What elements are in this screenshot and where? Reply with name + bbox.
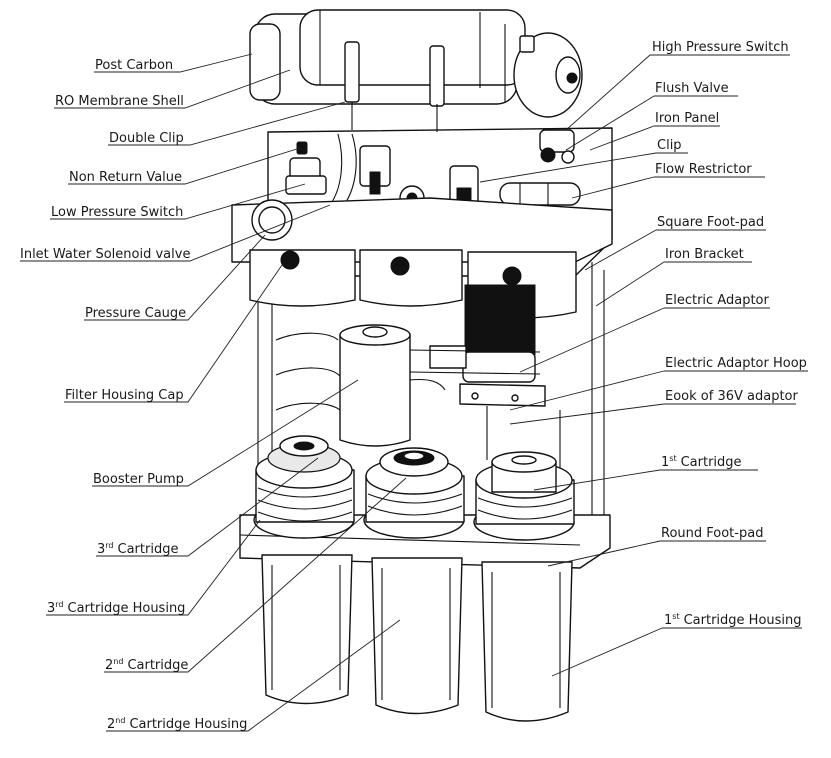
booster-pump-shape — [339, 324, 411, 447]
label-flow-restrictor: Flow Restrictor — [655, 162, 752, 177]
ordinal-1st-cartridge-housing: 1 — [664, 613, 672, 628]
strap-lines — [275, 332, 446, 411]
suffix-1st-cartridge-housing: st — [672, 612, 679, 621]
electric-adaptor-hoop-shape — [409, 349, 561, 470]
label-2nd-cartridge: 2nd Cartridge — [105, 657, 188, 673]
text-1st-cartridge-housing: Cartridge Housing — [684, 613, 802, 628]
label-electric-adaptor: Electric Adaptor — [665, 293, 769, 308]
label-iron-panel: Iron Panel — [655, 111, 719, 126]
suffix-1st-cartridge: st — [669, 454, 676, 463]
top-shelf — [231, 197, 613, 263]
leader-lines — [20, 53, 808, 732]
label-1st-cartridge: 1st Cartridge — [661, 454, 742, 470]
first-cartridge-shape — [473, 451, 575, 541]
label-round-foot-pad: Round Foot-pad — [661, 526, 763, 541]
right-labels: High Pressure Switch Flush Valve Iron Pa… — [652, 40, 807, 628]
label-flush-valve: Flush Valve — [655, 81, 729, 96]
label-2nd-cartridge-housing: 2nd Cartridge Housing — [107, 716, 247, 732]
label-high-pressure-switch: High Pressure Switch — [652, 40, 789, 55]
ordinal-2nd-cartridge-housing: 2 — [107, 717, 115, 732]
high-pressure-switch-shape — [539, 129, 575, 164]
ordinal-1st-cartridge: 1 — [661, 455, 669, 470]
label-inlet-water-solenoid-valve: Inlet Water Solenoid valve — [20, 247, 190, 262]
label-low-pressure-switch: Low Pressure Switch — [51, 205, 183, 220]
label-1st-cartridge-housing: 1st Cartridge Housing — [664, 612, 802, 628]
ordinal-3rd-cartridge-housing: 3 — [47, 601, 55, 616]
label-filter-housing-cap: Filter Housing Cap — [65, 388, 184, 403]
electric-adaptor-shape — [429, 284, 536, 383]
label-non-return-value: Non Return Value — [69, 170, 182, 185]
label-3rd-cartridge-housing: 3rd Cartridge Housing — [47, 600, 185, 616]
label-ro-membrane-shell: RO Membrane Shell — [55, 94, 184, 109]
suffix-3rd-cartridge-housing: rd — [55, 600, 63, 609]
label-electric-adaptor-hoop: Electric Adaptor Hoop — [665, 356, 807, 371]
cartridge-housings — [261, 554, 573, 722]
label-booster-pump: Booster Pump — [93, 472, 184, 487]
text-2nd-cartridge-housing: Cartridge Housing — [129, 717, 247, 732]
flow-restrictor-shape — [499, 182, 581, 206]
suffix-3rd-cartridge: rd — [105, 541, 113, 550]
label-square-foot-pad: Square Foot-pad — [657, 215, 764, 230]
ordinal-3rd-cartridge: 3 — [97, 542, 105, 557]
third-cartridge-shape — [253, 435, 355, 539]
left-labels: Post Carbon RO Membrane Shell Double Cli… — [20, 58, 247, 732]
label-double-clip: Double Clip — [109, 131, 184, 146]
text-2nd-cartridge: Cartridge — [127, 658, 188, 673]
ordinal-2nd-cartridge: 2 — [105, 658, 113, 673]
ro-unit-illustration — [231, 9, 613, 722]
label-clip: Clip — [657, 138, 682, 153]
label-pressure-cauge: Pressure Cauge — [85, 306, 186, 321]
label-iron-bracket: Iron Bracket — [665, 247, 744, 262]
text-1st-cartridge: Cartridge — [681, 455, 742, 470]
text-3rd-cartridge-housing: Cartridge Housing — [68, 601, 186, 616]
label-post-carbon: Post Carbon — [95, 58, 173, 73]
suffix-2nd-cartridge-housing: nd — [115, 716, 125, 725]
text-3rd-cartridge: Cartridge — [118, 542, 179, 557]
label-eook-of-36v-adaptor: Eook of 36V adaptor — [665, 389, 798, 404]
suffix-2nd-cartridge: nd — [113, 657, 123, 666]
label-3rd-cartridge: 3rd Cartridge — [97, 541, 178, 557]
second-cartridge-shape — [363, 447, 465, 539]
ro-membrane-assembly — [249, 9, 583, 132]
